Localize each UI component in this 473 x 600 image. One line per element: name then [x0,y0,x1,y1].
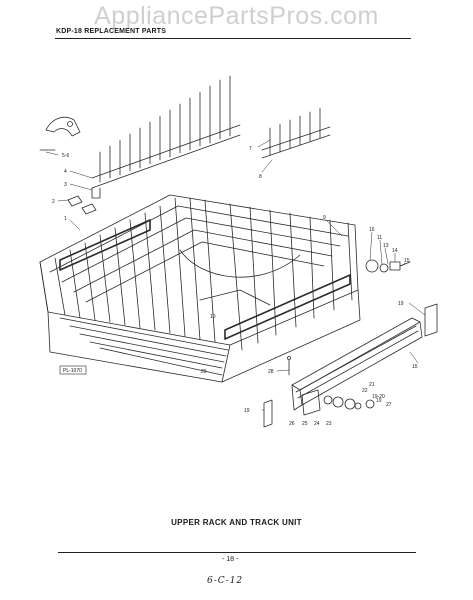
callout-18: 19 [376,398,382,404]
callout-17: 19 [244,408,250,414]
callout-11: 11 [377,235,382,241]
callout-3: 3 [64,182,67,188]
track-end-cap-left [263,399,273,428]
watermark: AppliancePartsPros.com [94,2,379,30]
reference-box: PL-1070 [59,365,87,375]
callout-1: 1 [64,216,67,222]
callout-19-20: 19-20 [372,394,385,400]
header-divider [55,38,411,39]
callout-8: 8 [259,174,262,180]
callout-12: 13 [383,243,389,249]
callout-labels: 5-6 4 3 2 1 7 8 9 16 11 13 14 15 19 15 2… [52,146,418,427]
callout-14: 15 [404,258,410,264]
track-rail [291,317,423,411]
tine-row-left [91,75,241,199]
callout-10: 10 [210,314,216,320]
callout-13: 14 [392,248,398,254]
callout-2: 2 [52,199,55,205]
upper-rack-basket [39,194,361,383]
callout-24: 24 [314,421,320,427]
callout-5-6: 5-6 [62,153,69,159]
callout-19: 19 [398,301,404,307]
callout-9: 9 [323,215,326,221]
page-number: - 18 - [222,556,239,563]
svg-text:PL-1070: PL-1070 [63,368,82,374]
small-clips [67,195,97,215]
callout-23: 23 [326,421,332,427]
rack-hardware-right [365,259,411,273]
callout-28: 28 [268,369,274,375]
handwritten-note: 6-C-12 [207,576,244,586]
tine-row-right [261,107,331,159]
page-title: KDP-18 REPLACEMENT PARTS [56,28,167,35]
footer-divider [58,552,416,553]
callout-7: 7 [249,146,252,152]
callout-15: 15 [412,364,418,370]
track-hardware [301,389,375,416]
callout-21: 21 [369,382,375,388]
stop-bracket [287,356,291,376]
callout-22: 22 [362,388,368,394]
callout-4: 4 [64,169,67,175]
callout-16: 16 [369,227,375,233]
diagram-caption: UPPER RACK AND TRACK UNIT [171,518,302,527]
rack-clip-part [39,116,81,151]
track-end-cap-right [424,303,438,337]
callout-26: 26 [289,421,295,427]
leader-lines [45,139,426,411]
callout-29: 29 [201,369,207,375]
callout-25: 25 [302,421,308,427]
callout-27: 27 [386,402,392,408]
